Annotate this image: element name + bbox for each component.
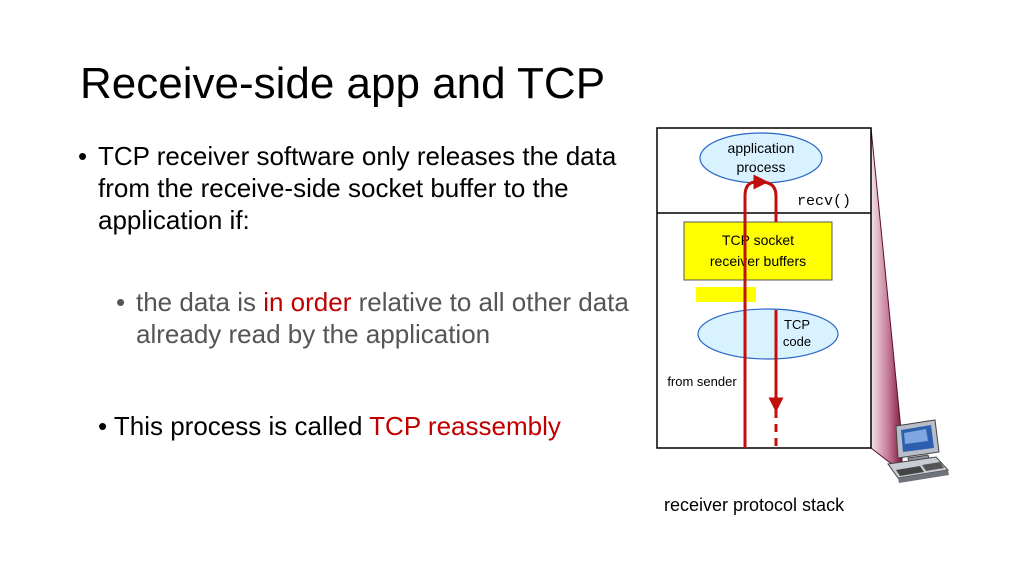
socket-buffer-box: [683, 221, 833, 281]
loop-return-arrow: [760, 180, 778, 222]
receiver-protocol-stack-caption: receiver protocol stack: [664, 495, 845, 515]
tcp-label: TCP: [784, 317, 810, 332]
buffer-label-line2: receiver buffers: [710, 253, 806, 269]
sub-bullet-1: • the data is in order relative to all o…: [116, 286, 638, 350]
process-label: process: [736, 159, 785, 175]
bullet-2: • This process is called TCP reassembly: [78, 410, 638, 442]
bullet-2-prefix: This process is called: [113, 411, 370, 441]
bullet-1: • TCP receiver software only releases th…: [78, 140, 638, 236]
code-label: code: [783, 334, 811, 349]
tcp-code-ellipse: [697, 308, 839, 360]
sub-bullet-dot: •: [116, 287, 126, 317]
bullet-dot: •: [98, 411, 108, 441]
application-label: application: [728, 140, 795, 156]
desktop-computer-icon: [887, 419, 950, 483]
buffer-label-line1: TCP socket: [722, 232, 794, 248]
recv-call-label: recv(): [797, 193, 851, 210]
upward-data-arrow: [743, 174, 769, 448]
sub-bullet-suffix: relative to all other data already read …: [136, 287, 629, 349]
data-segment: [696, 287, 756, 302]
from-sender-label: from sender: [667, 374, 737, 389]
bullet-dot: •: [78, 141, 88, 171]
bullet-1-text: TCP receiver software only releases the …: [98, 141, 617, 235]
sub-bullet-prefix: the data is: [136, 287, 264, 317]
slide-title: Receive-side app and TCP: [80, 59, 606, 108]
perspective-beam: [870, 127, 903, 474]
in-order-highlight: in order: [263, 287, 352, 317]
bullet-list: • TCP receiver software only releases th…: [78, 140, 638, 442]
tcp-reassembly-highlight: TCP reassembly: [369, 411, 561, 441]
